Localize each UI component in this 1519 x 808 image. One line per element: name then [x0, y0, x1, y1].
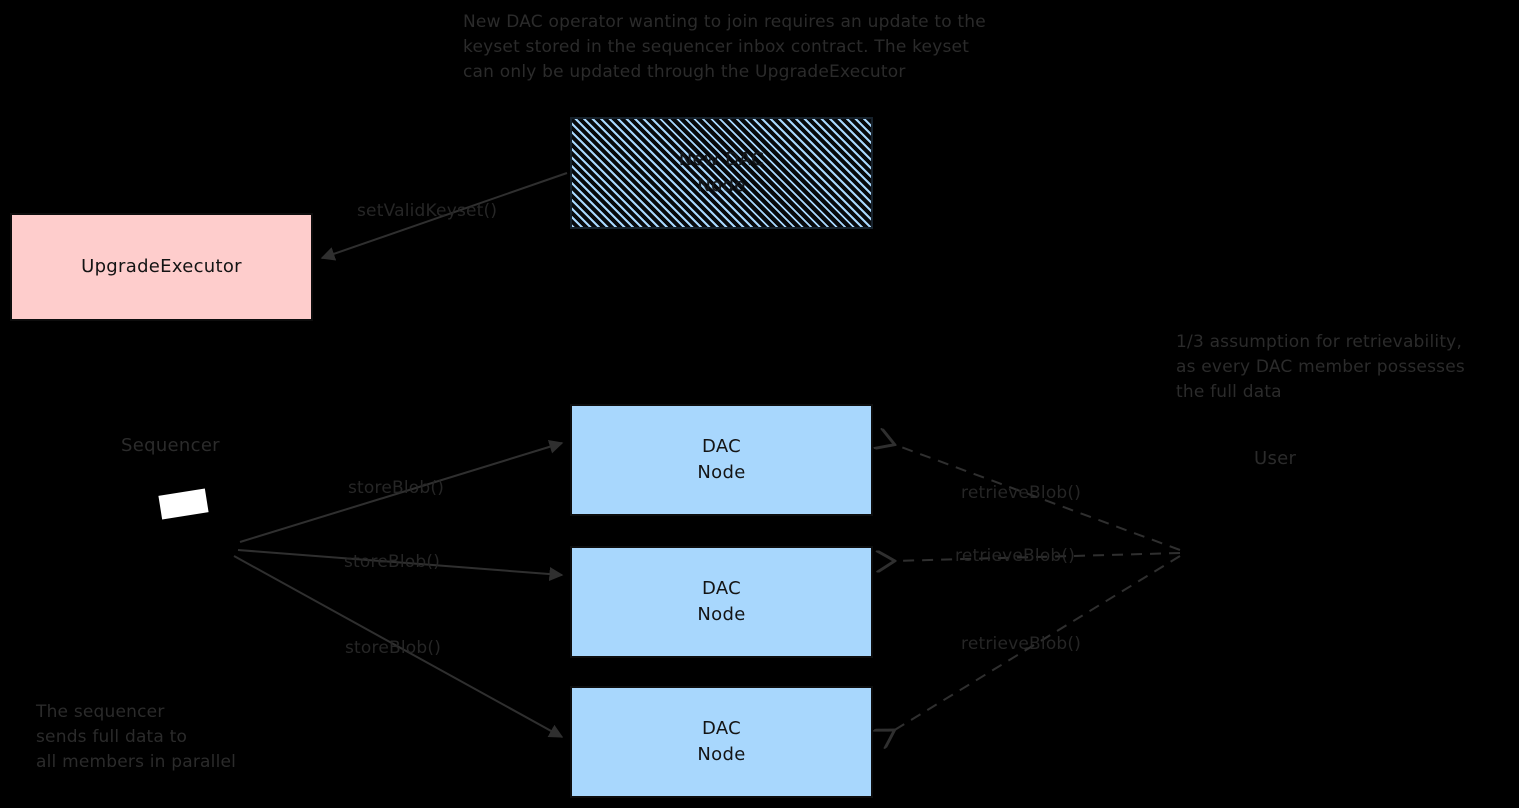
- node-upgrade-executor-label: UpgradeExecutor: [81, 255, 242, 277]
- edge-store-blob-3: [233, 555, 564, 738]
- edge-label-retrieve-blob-1: retrieveBlob(): [961, 483, 1082, 503]
- edge-set-valid-keyset: [320, 172, 568, 261]
- edge-store-blob-1: [239, 440, 564, 543]
- edge-retrieve-blob-2: [893, 553, 1181, 561]
- node-dac-node-3-line1: DAC: [701, 717, 741, 739]
- node-new-dac-node[interactable]: New DAC Node: [570, 117, 873, 229]
- actor-label-sequencer: Sequencer: [121, 435, 220, 456]
- edge-label-retrieve-blob-3: retrieveBlob(): [961, 634, 1082, 654]
- node-dac-node-2[interactable]: DAC Node: [570, 546, 873, 658]
- node-dac-node-1-line1: DAC: [701, 435, 741, 457]
- node-new-dac-node-line1: New DAC: [678, 148, 765, 170]
- node-dac-node-1-line2: Node: [697, 462, 746, 483]
- edge-label-store-blob-3: storeBlob(): [345, 638, 442, 658]
- actor-label-user: User: [1254, 448, 1297, 469]
- edge-store-blob-2: [237, 549, 564, 582]
- node-dac-node-2-line2: Node: [697, 604, 746, 625]
- edge-label-store-blob-1: storeBlob(): [348, 478, 445, 498]
- edge-label-retrieve-blob-2: retrieveBlob(): [955, 546, 1076, 566]
- annotation-sequencer-parallel: The sequencer sends full data to all mem…: [36, 702, 237, 772]
- node-dac-node-3[interactable]: DAC Node: [570, 686, 873, 798]
- edge-label-store-blob-2: storeBlob(): [344, 552, 441, 572]
- node-dac-node-3-line2: Node: [697, 744, 746, 765]
- edge-label-set-valid-keyset: setValidKeyset(): [357, 201, 498, 221]
- node-dac-node-2-line1: DAC: [701, 577, 741, 599]
- node-upgrade-executor[interactable]: UpgradeExecutor: [10, 213, 313, 321]
- node-dac-node-1[interactable]: DAC Node: [570, 404, 873, 516]
- node-new-dac-node-line2: Node: [697, 175, 746, 196]
- annotation-retrievability-assumption: 1/3 assumption for retrievability, as ev…: [1176, 332, 1465, 402]
- annotation-keyset-update: New DAC operator wanting to join require…: [463, 12, 986, 82]
- edge-retrieve-blob-1: [893, 444, 1181, 551]
